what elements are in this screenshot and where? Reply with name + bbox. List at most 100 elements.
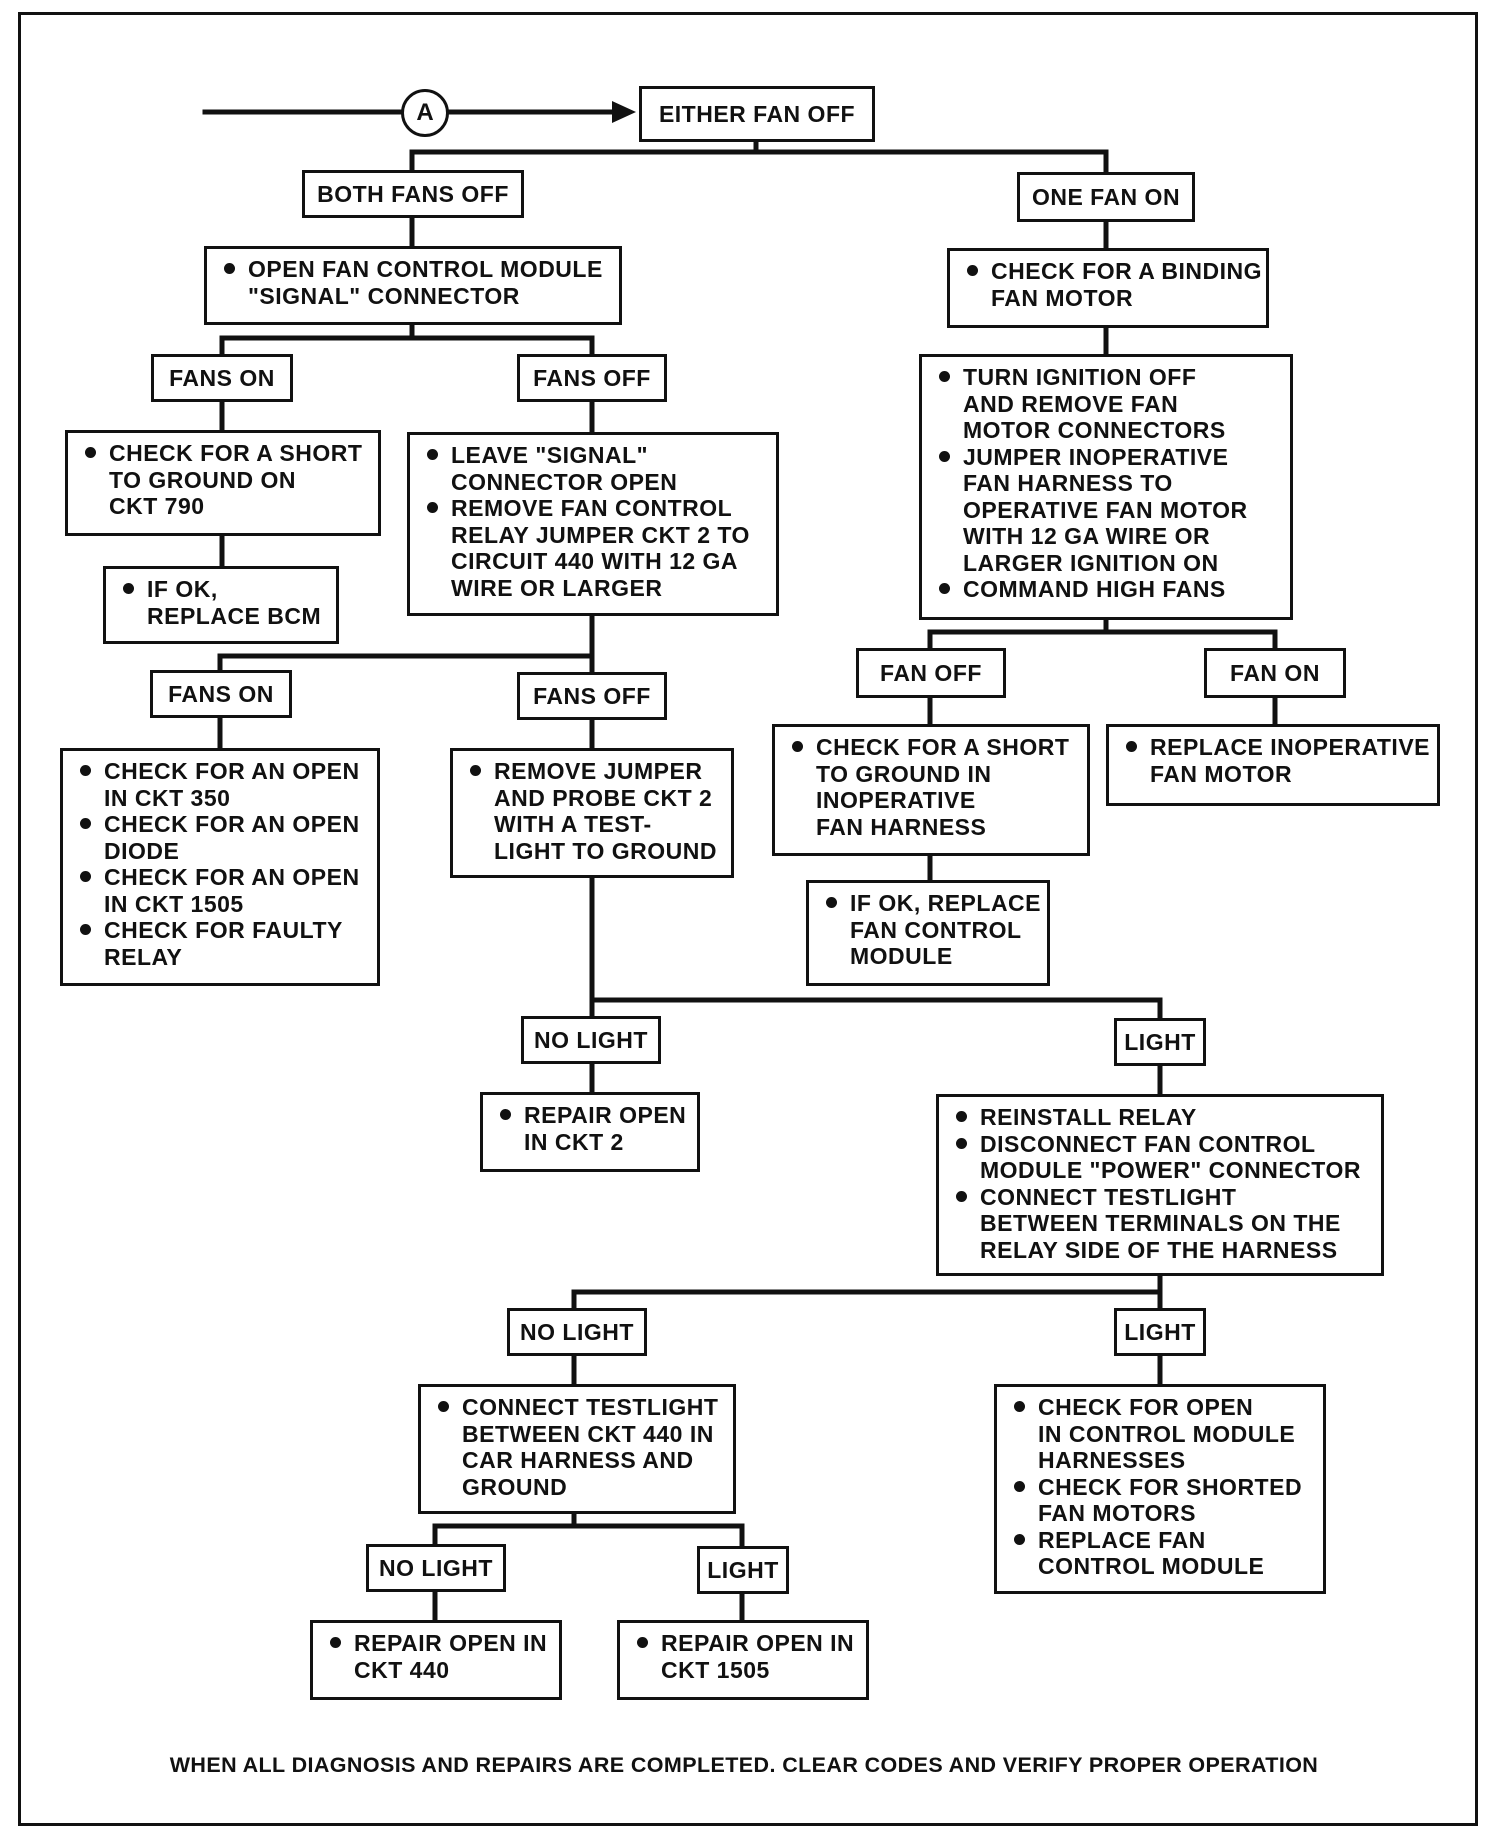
repair-open-ckt440-box: REPAIR OPEN IN CKT 440 [310,1620,562,1700]
replace-bcm-line-1: IF OK, [147,576,218,602]
remove-jumper-line-4: LIGHT TO GROUND [494,837,718,864]
leave-signal-item-2: REMOVE FAN CONTROL RELAY JUMPER CKT 2 TO… [424,495,768,601]
repair-ckt1505-item: REPAIR OPEN IN CKT 1505 [634,1630,858,1683]
footer-note: WHEN ALL DIAGNOSIS AND REPAIRS ARE COMPL… [169,1753,1319,1777]
fans-off-box-1: FANS OFF [517,354,667,402]
either-fan-off-box: EITHER FAN OFF [639,86,875,142]
turn-ignition-off-box: TURN IGNITION OFF AND REMOVE FAN MOTOR C… [919,354,1293,620]
check-short-ckt790-item: CHECK FOR A SHORT TO GROUND ON CKT 790 [82,440,370,520]
remove-jumper-line-2: AND PROBE CKT 2 [494,784,713,811]
either-fan-off-label: EITHER FAN OFF [658,100,856,127]
one-fan-on-box: ONE FAN ON [1017,172,1195,222]
check-binding-line-1: CHECK FOR A BINDING [991,258,1263,284]
fans-on-box-2: FANS ON [150,670,292,718]
replace-fcm-line-3: MODULE [850,943,953,969]
replace-control-module-line-1: REPLACE FAN [1038,1526,1206,1553]
remove-relay-line-2: RELAY JUMPER CKT 2 TO [451,521,750,548]
no-light-box-1: NO LIGHT [521,1016,661,1064]
check-open-item-1: CHECK FOR AN OPEN IN CKT 350 [77,758,369,811]
light-box-2: LIGHT [1114,1308,1206,1356]
check-open-control-line-2: IN CONTROL MODULE [1038,1420,1296,1447]
testlight-440-line-3: CAR HARNESS AND [462,1447,694,1473]
fans-off-box-2: FANS OFF [517,672,667,720]
reinstall-relay-item-1: REINSTALL RELAY [953,1104,1373,1131]
check-open-item-3: CHECK FOR AN OPEN IN CKT 1505 [77,864,369,917]
command-high-fans-line: COMMAND HIGH FANS [963,576,1226,602]
check-open-control-item-3: REPLACE FAN CONTROL MODULE [1011,1527,1315,1580]
check-open-control-item-1: CHECK FOR OPEN IN CONTROL MODULE HARNESS… [1011,1394,1315,1474]
page-border [18,12,1478,1826]
repair-ckt440-line-2: CKT 440 [354,1656,450,1683]
reinstall-relay-line-1: REINSTALL RELAY [980,1104,1197,1130]
reinstall-relay-box: REINSTALL RELAY DISCONNECT FAN CONTROL M… [936,1094,1384,1276]
no-light-box-3: NO LIGHT [366,1544,506,1592]
reinstall-relay-item-2: DISCONNECT FAN CONTROL MODULE "POWER" CO… [953,1131,1373,1184]
reinstall-relay-item-3: CONNECT TESTLIGHT BETWEEN TERMINALS ON T… [953,1184,1373,1264]
disconnect-power-line-2: MODULE "POWER" CONNECTOR [980,1157,1361,1183]
fan-off-box: FAN OFF [856,648,1006,698]
replace-bcm-item: IF OK, REPLACE BCM [120,576,328,629]
check-open-1505-line-2: IN CKT 1505 [104,890,244,917]
no-light-label-3: NO LIGHT [379,1554,493,1581]
testlight-440-line-4: GROUND [462,1473,568,1500]
open-signal-item: OPEN FAN CONTROL MODULE "SIGNAL" CONNECT… [221,256,611,309]
no-light-label-1: NO LIGHT [534,1026,648,1053]
replace-inoperative-line-2: FAN MOTOR [1150,760,1293,787]
check-open-350-line-1: CHECK FOR AN OPEN [104,758,360,784]
check-open-1505-line-1: CHECK FOR AN OPEN [104,864,360,890]
turn-ignition-item-2: JUMPER INOPERATIVE FAN HARNESS TO OPERAT… [936,444,1282,577]
open-signal-line-2: "SIGNAL" CONNECTOR [248,282,520,309]
check-open-control-line-3: HARNESSES [1038,1447,1186,1473]
check-short-790-line-3: CKT 790 [109,493,205,519]
check-faulty-relay-line-2: RELAY [104,943,183,970]
remove-relay-line-4: WIRE OR LARGER [451,574,663,601]
no-light-box-2: NO LIGHT [507,1308,647,1356]
check-open-control-module-box: CHECK FOR OPEN IN CONTROL MODULE HARNESS… [994,1384,1326,1594]
fan-on-label: FAN ON [1230,659,1320,686]
replace-fcm-line-1: IF OK, REPLACE [850,890,1042,916]
connector-a-circle: A [401,89,449,137]
testlight-440-line-2: BETWEEN CKT 440 IN [462,1420,714,1447]
check-open-control-line-1: CHECK FOR OPEN [1038,1394,1254,1420]
check-open-item-4: CHECK FOR FAULTY RELAY [77,917,369,970]
testlight-440-line-1: CONNECT TESTLIGHT [462,1394,719,1420]
jumper-line-5: LARGER IGNITION ON [963,549,1219,576]
replace-control-module-line-2: CONTROL MODULE [1038,1553,1265,1579]
light-box-1: LIGHT [1114,1018,1206,1066]
fans-on-label-2: FANS ON [168,680,274,707]
check-open-diode-line-2: DIODE [104,837,180,864]
turn-ignition-line-3: MOTOR CONNECTORS [963,417,1226,443]
replace-fan-control-module-box: IF OK, REPLACE FAN CONTROL MODULE [806,880,1050,986]
remove-jumper-probe-box: REMOVE JUMPER AND PROBE CKT 2 WITH A TES… [450,748,734,878]
repair-ckt2-line-2: IN CKT 2 [524,1128,624,1155]
open-signal-connector-box: OPEN FAN CONTROL MODULE "SIGNAL" CONNECT… [204,246,622,325]
check-binding-item: CHECK FOR A BINDING FAN MOTOR [964,258,1263,311]
check-short-harness-line-2: TO GROUND IN [816,760,992,787]
repair-ckt440-line-1: REPAIR OPEN IN [354,1630,548,1656]
repair-open-ckt2-box: REPAIR OPEN IN CKT 2 [480,1092,700,1172]
one-fan-on-label: ONE FAN ON [1031,183,1181,210]
repair-ckt1505-line-1: REPAIR OPEN IN [661,1630,855,1656]
check-open-control-item-2: CHECK FOR SHORTED FAN MOTORS [1011,1474,1315,1527]
check-short-harness-item: CHECK FOR A SHORT TO GROUND IN INOPERATI… [789,734,1079,840]
remove-relay-line-3: CIRCUIT 440 WITH 12 GA [451,548,739,574]
repair-ckt440-item: REPAIR OPEN IN CKT 440 [327,1630,551,1683]
remove-jumper-line-3: WITH A TEST- [494,811,652,837]
leave-signal-item-1: LEAVE "SIGNAL" CONNECTOR OPEN [424,442,768,495]
check-faulty-relay-line-1: CHECK FOR FAULTY [104,917,343,943]
both-fans-off-label: BOTH FANS OFF [317,180,509,207]
fans-off-label-2: FANS OFF [533,682,651,709]
repair-ckt2-item: REPAIR OPEN IN CKT 2 [497,1102,689,1155]
check-binding-motor-box: CHECK FOR A BINDING FAN MOTOR [947,248,1269,328]
replace-fcm-line-2: FAN CONTROL [850,916,1022,943]
turn-ignition-item-3: COMMAND HIGH FANS [936,576,1282,603]
connect-testlight-ckt440-box: CONNECT TESTLIGHT BETWEEN CKT 440 IN CAR… [418,1384,736,1514]
repair-open-ckt1505-box: REPAIR OPEN IN CKT 1505 [617,1620,869,1700]
light-label-3: LIGHT [707,1556,779,1583]
check-short-790-line-1: CHECK FOR A SHORT [109,440,363,466]
replace-inoperative-motor-box: REPLACE INOPERATIVE FAN MOTOR [1106,724,1440,806]
light-label-1: LIGHT [1124,1028,1196,1055]
check-open-350-line-2: IN CKT 350 [104,784,231,811]
jumper-line-2: FAN HARNESS TO [963,470,1173,496]
